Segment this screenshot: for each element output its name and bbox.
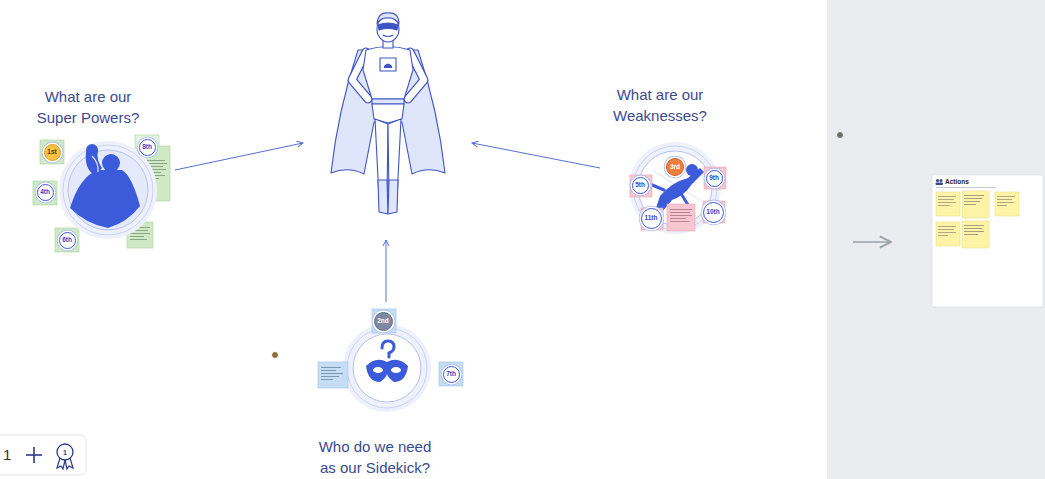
vote-badge: 6th: [59, 232, 76, 249]
rank-number: 10th: [706, 209, 719, 216]
pointer-arrow: [175, 143, 303, 170]
vote-badge: 5th: [632, 177, 649, 194]
vote-badge: 7th: [443, 366, 460, 383]
vote-badge: 9th: [706, 170, 723, 187]
super-power-emblem: [59, 141, 157, 239]
rank-number: 8th: [142, 144, 152, 151]
sticky-notes: [318, 309, 463, 388]
rank-number: 5th: [635, 182, 645, 189]
rank-number: 6th: [62, 237, 72, 244]
badge-count: 1: [63, 449, 67, 456]
actions-frame: [932, 175, 1043, 307]
rank-number: 2nd: [377, 318, 389, 325]
rank-number: 11th: [644, 215, 657, 222]
hero-figure: [331, 13, 445, 214]
vote-badge: 11th: [641, 208, 662, 229]
frame-title: Actions: [932, 175, 1043, 186]
side-panel: [827, 0, 1045, 479]
toolbar: [0, 435, 86, 475]
vote-badge: 8th: [139, 139, 156, 156]
vote-badge: 4th: [37, 184, 54, 201]
actions-frame: Actions: [932, 175, 1043, 307]
sticky-notes: [33, 135, 170, 252]
topic-heading: What are our Super Powers?: [29, 86, 147, 128]
rank-number: 3rd: [670, 164, 680, 171]
vote-badge: 3rd: [666, 158, 684, 176]
cursor-dot: [837, 132, 844, 139]
rank-number: 9th: [709, 175, 719, 182]
topic-heading: Who do we need as our Sidekick?: [313, 436, 437, 478]
rank-number: 1st: [47, 149, 56, 156]
vote-badge: 10th: [703, 202, 724, 223]
zoom-count: 1: [3, 447, 11, 462]
vote-badge: 1st: [44, 144, 61, 161]
pointer-arrow: [472, 143, 600, 168]
pointer-arrow: [386, 240, 387, 302]
topic-heading: What are our Weaknesses?: [601, 84, 719, 126]
rank-number: 7th: [446, 371, 456, 378]
rank-number: 4th: [40, 189, 50, 196]
panel-arrow: [853, 241, 891, 242]
topic-circle: Who do we need as our Sidekick?: [343, 324, 431, 412]
sidekick-emblem: [343, 324, 431, 412]
sticky-notes: [630, 167, 726, 231]
topic-circle: What are our Super Powers?: [60, 142, 156, 238]
cursor-dot: [272, 352, 279, 359]
vote-badge: 2nd: [374, 312, 393, 331]
